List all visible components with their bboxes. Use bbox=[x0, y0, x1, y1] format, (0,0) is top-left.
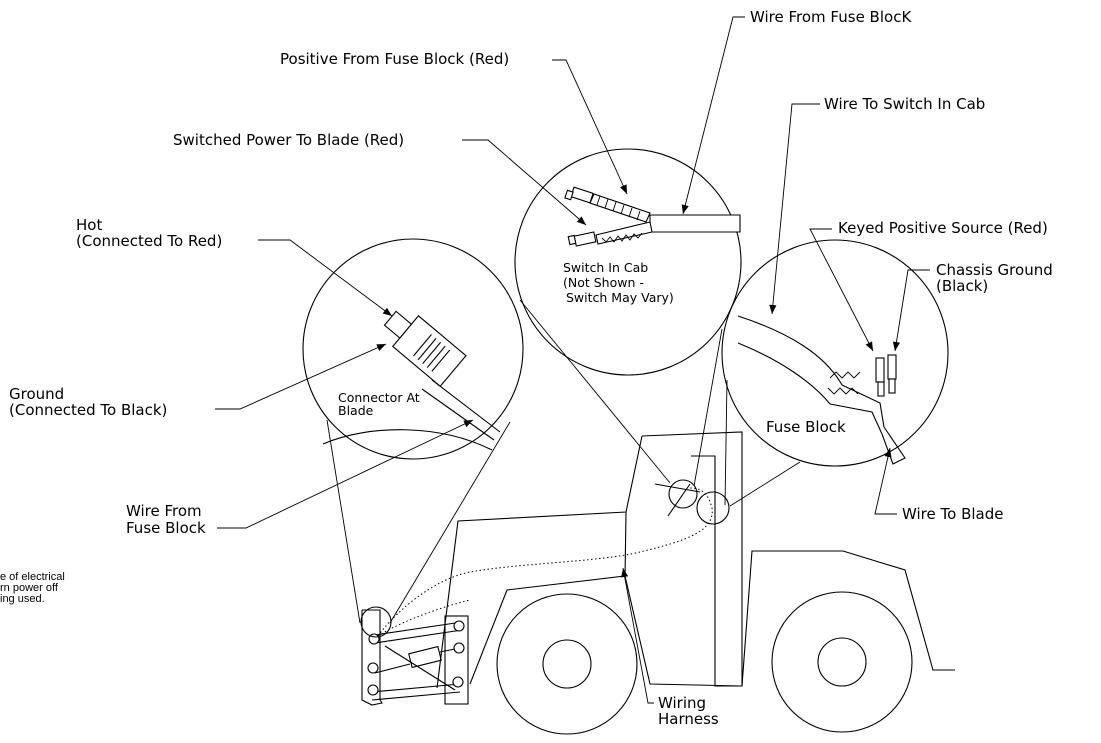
label-wire-to-switch-in-cab: Wire To Switch In Cab bbox=[824, 95, 985, 113]
label-ground-connected: (Connected To Black) bbox=[9, 401, 167, 419]
label-keyed-positive-source: Keyed Positive Source (Red) bbox=[838, 219, 1048, 237]
note-line-1: e of electrical bbox=[0, 571, 65, 583]
label-chassis-ground-black: (Black) bbox=[936, 277, 988, 295]
arrow-head-icon bbox=[874, 447, 897, 515]
label-fuse-block-left: Fuse Block bbox=[126, 519, 206, 537]
vehicle-drawing bbox=[360, 431, 955, 735]
label-switch-in-cab: Switch In Cab bbox=[563, 260, 648, 275]
labels: Wire From Fuse BlocK Positive From Fuse … bbox=[0, 8, 1053, 728]
label-fuse-block: Fuse Block bbox=[766, 418, 846, 436]
arrow-head-icon bbox=[462, 139, 587, 226]
connector-detail-circle bbox=[302, 238, 524, 624]
label-switched-power-to-blade: Switched Power To Blade (Red) bbox=[173, 131, 404, 149]
arrow-head-icon bbox=[892, 269, 930, 352]
arrow-head-icon bbox=[552, 59, 628, 195]
rear-wheel bbox=[771, 591, 913, 733]
label-wiring: Wiring bbox=[658, 694, 706, 712]
label-connector-at: Connector At bbox=[338, 390, 420, 405]
arrow-head-icon bbox=[681, 16, 745, 215]
label-harness: Harness bbox=[658, 710, 719, 728]
note-line-3: ing used. bbox=[0, 593, 45, 605]
fuse-block-detail-circle bbox=[721, 239, 949, 507]
cab-window bbox=[436, 435, 643, 689]
body-outline bbox=[469, 575, 743, 687]
blade-assembly bbox=[360, 606, 469, 706]
label-hot: Hot bbox=[76, 216, 102, 234]
label-blade: Blade bbox=[338, 403, 374, 418]
note-line-2: rn power off bbox=[0, 582, 59, 594]
arrow-head-icon bbox=[809, 228, 874, 352]
cab-outline bbox=[641, 431, 743, 687]
arrow-head-icon bbox=[621, 567, 654, 704]
arrow-head-icon bbox=[217, 419, 474, 529]
label-wire-from-fuse-block-top: Wire From Fuse BlocK bbox=[750, 8, 912, 26]
label-switch-not-shown: (Not Shown - bbox=[563, 275, 644, 290]
label-positive-from-fuse-block: Positive From Fuse Block (Red) bbox=[280, 50, 509, 68]
arrow-head-icon bbox=[215, 343, 387, 410]
front-wheel bbox=[496, 593, 638, 735]
label-chassis-ground: Chassis Ground bbox=[936, 261, 1053, 279]
arrow-head-icon bbox=[258, 239, 393, 317]
label-wire-from: Wire From bbox=[126, 502, 202, 520]
label-ground: Ground bbox=[9, 385, 64, 403]
rear-body bbox=[741, 550, 955, 687]
label-switch-may-vary: Switch May Vary) bbox=[566, 290, 674, 305]
arrow-head-icon bbox=[769, 103, 820, 315]
wiring-harness-path bbox=[377, 487, 713, 637]
leader-lines bbox=[215, 16, 930, 704]
label-hot-connected: (Connected To Red) bbox=[76, 232, 222, 250]
switch-detail-circle bbox=[514, 148, 742, 487]
label-wire-to-blade: Wire To Blade bbox=[902, 505, 1003, 523]
